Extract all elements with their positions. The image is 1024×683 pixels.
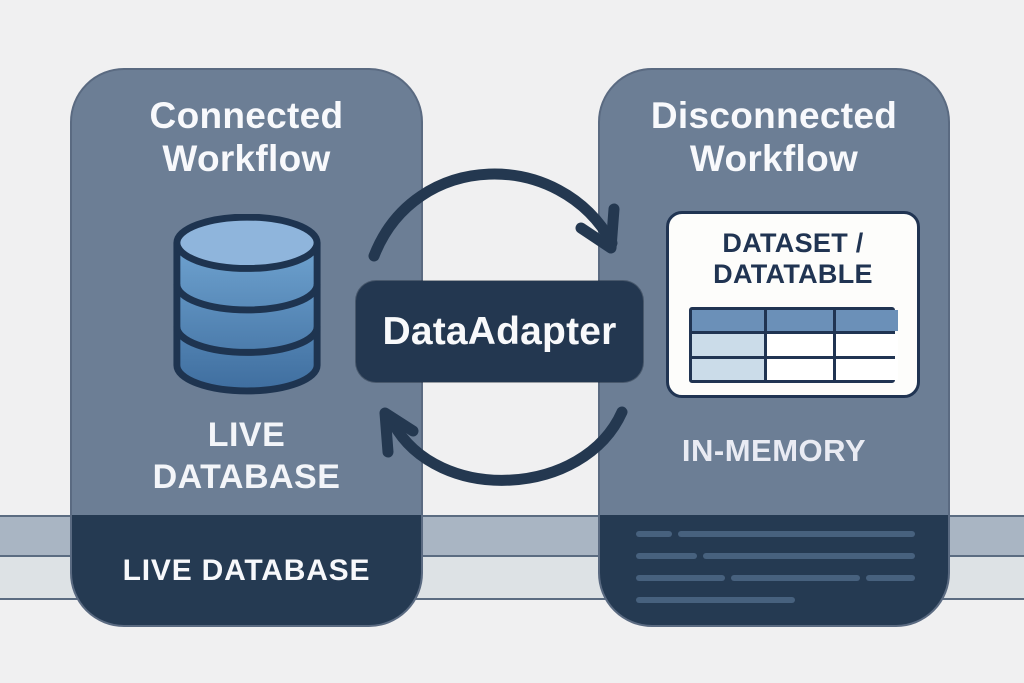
connected-workflow-title: Connected Workflow — [149, 95, 344, 179]
text-placeholder-row — [636, 575, 915, 581]
text-placeholder-row — [636, 597, 915, 603]
disconnected-workflow-title: Disconnected Workflow — [650, 95, 898, 179]
datatable-grid-icon — [689, 307, 898, 383]
text-placeholder-line — [636, 531, 673, 537]
dataset-card: DATASET / DATATABLE — [666, 211, 920, 398]
live-database-label: LIVE DATABASE — [152, 416, 341, 496]
table-cell — [836, 310, 898, 332]
text-placeholder-line — [678, 531, 915, 537]
table-cell — [692, 334, 764, 356]
update-arrow-arc — [387, 406, 628, 486]
table-cell — [836, 358, 898, 380]
connected-workflow-panel: Connected Workflow LIVE DATABASE LIVE DA… — [70, 68, 423, 627]
connected-panel-footer: LIVE DATABASE — [72, 515, 421, 625]
text-placeholder-row — [636, 531, 915, 537]
database-cylinder-icon — [172, 214, 321, 395]
disconnected-workflow-panel: Disconnected Workflow DATASET / DATATABL… — [598, 68, 950, 627]
table-cell — [692, 358, 764, 380]
table-cell — [692, 310, 764, 332]
text-placeholder-line — [865, 575, 915, 581]
text-placeholder-line — [731, 575, 860, 581]
dataadapter-label: DataAdapter — [382, 309, 617, 353]
text-placeholder-row — [636, 553, 915, 559]
table-cell — [836, 334, 898, 356]
live-database-footer-label: LIVE DATABASE — [122, 554, 371, 587]
text-placeholder-line — [636, 597, 796, 603]
disconnected-panel-footer — [600, 515, 948, 625]
text-placeholder-block — [636, 515, 915, 625]
text-placeholder-line — [636, 575, 726, 581]
table-cell — [767, 310, 833, 332]
text-placeholder-line — [636, 553, 698, 559]
text-placeholder-line — [703, 553, 915, 559]
dataset-card-title: DATASET / DATATABLE — [713, 228, 873, 289]
in-memory-label: IN-MEMORY — [681, 433, 867, 468]
table-cell — [767, 334, 833, 356]
dataadapter-box: DataAdapter — [356, 281, 643, 382]
table-cell — [767, 358, 833, 380]
